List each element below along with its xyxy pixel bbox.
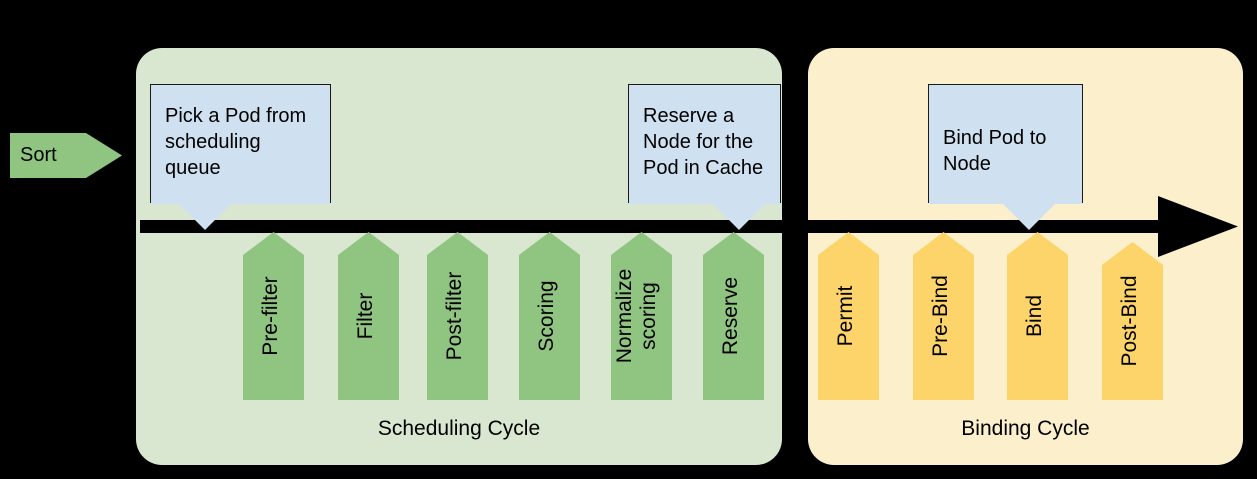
- arrow-shape: [427, 232, 488, 400]
- arrow-shape: [338, 232, 399, 400]
- plugin-arrow-pre-bind: Pre-Bind: [913, 232, 974, 400]
- sort-arrow-label: Sort: [20, 144, 57, 166]
- arrow-shape: [703, 232, 764, 400]
- arrow-shape: [611, 232, 672, 400]
- arrow-shape: [243, 232, 304, 400]
- callout-reserve-node: Reserve a Node for the Pod in Cache: [628, 84, 781, 230]
- plugin-label: Post-filter: [442, 271, 466, 361]
- callout-text: Bind Pod to Node: [943, 127, 1047, 175]
- callout-tail-mask: [151, 200, 330, 204]
- plugin-label: Filter: [353, 292, 377, 340]
- plugin-label: Pre-Bind: [928, 275, 952, 357]
- callout-tail-mask: [629, 200, 780, 204]
- plugin-arrow-post-bind: Post-Bind: [1102, 242, 1163, 400]
- plugin-label: Reserve: [718, 276, 742, 356]
- callout-text: Pick a Pod from scheduling queue: [165, 105, 307, 179]
- plugin-label: Post-Bind: [1117, 275, 1141, 367]
- plugin-arrow-pre-filter: Pre-filter: [243, 232, 304, 400]
- sort-arrow: Sort: [10, 133, 122, 178]
- arrow-shape: [818, 232, 879, 400]
- plugin-label: Bind: [1022, 294, 1046, 338]
- plugin-arrow-reserve: Reserve: [703, 232, 764, 400]
- plugin-label: Normalize scoring: [612, 268, 660, 364]
- arrow-shape: [913, 232, 974, 400]
- callout-text: Reserve a Node for the Pod in Cache: [643, 105, 764, 179]
- arrow-shape: [1007, 232, 1068, 400]
- plugin-arrow-scoring: Scoring: [519, 232, 580, 400]
- arrow-shape: [519, 232, 580, 400]
- timeline-bar: [140, 220, 1175, 233]
- plugin-label: Permit: [833, 285, 857, 347]
- arrow-shape: [1102, 242, 1163, 400]
- plugin-arrow-filter: Filter: [338, 232, 399, 400]
- binding-cycle-label: Binding Cycle: [961, 417, 1090, 440]
- plugin-arrow-post-filter: Post-filter: [427, 232, 488, 400]
- callout-bind-pod-to-node: Bind Pod to Node: [928, 84, 1083, 230]
- callout-tail-mask: [929, 200, 1082, 204]
- plugin-arrow-normalize-scoring: Normalize scoring: [611, 232, 672, 400]
- callout-pick-a-pod: Pick a Pod from scheduling queue: [150, 84, 331, 230]
- scheduling-cycle-label: Scheduling Cycle: [377, 417, 541, 440]
- plugin-arrow-permit: Permit: [818, 232, 879, 400]
- plugin-label: Pre-filter: [258, 276, 282, 356]
- plugin-arrow-bind: Bind: [1007, 232, 1068, 400]
- plugin-label: Scoring: [534, 280, 558, 352]
